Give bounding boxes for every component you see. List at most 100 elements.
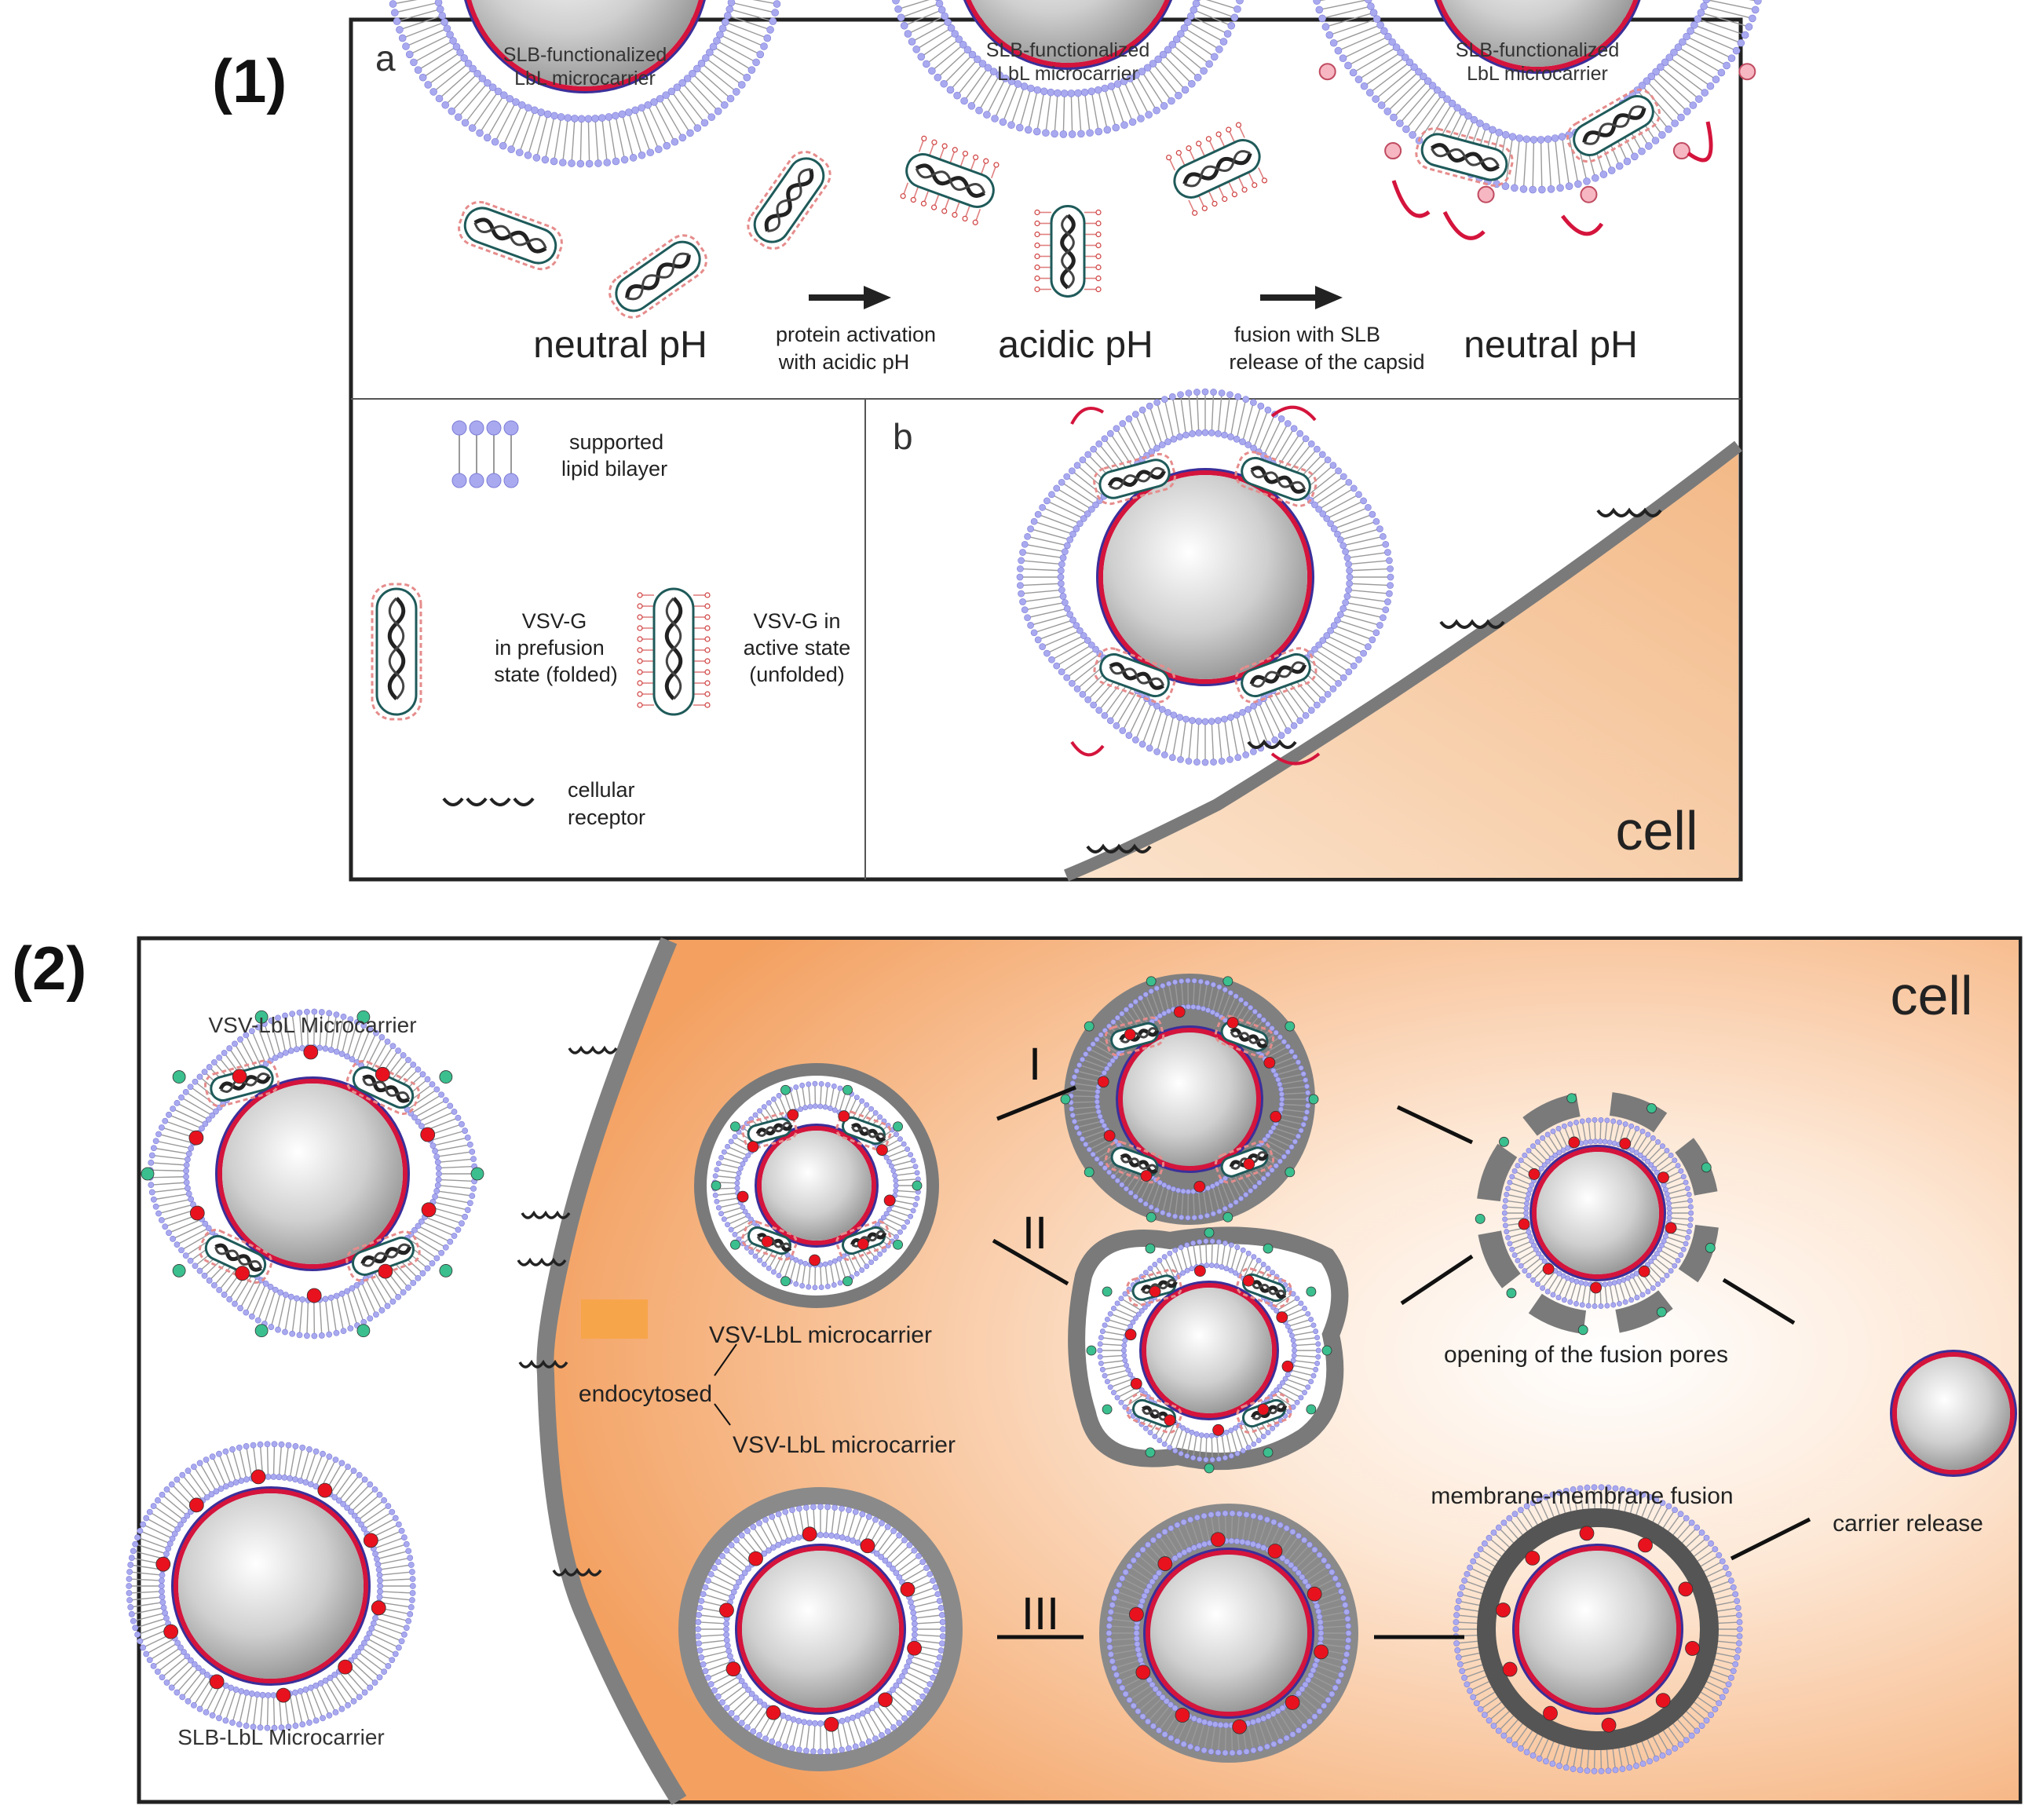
protein-bead <box>1506 1288 1517 1299</box>
protein-bead <box>1097 1076 1109 1088</box>
protein-bead <box>188 1130 204 1146</box>
vsv-lbl-label: VSV-LbL Microcarrier <box>208 1013 416 1037</box>
arrow-fusion <box>1260 286 1343 309</box>
lbl-core <box>178 1493 364 1679</box>
vsv-capsid <box>1234 451 1318 507</box>
protein-bead <box>1204 1463 1215 1474</box>
protein-bead <box>883 1194 896 1207</box>
vsv-capsid <box>637 587 711 716</box>
protein-bead <box>1263 1057 1276 1069</box>
lipid-bilayer <box>1068 978 1311 1221</box>
panel-b-label: b <box>893 416 913 457</box>
panel-b: b cell <box>893 388 1742 882</box>
protein-bead <box>1124 1328 1137 1341</box>
protein-bead <box>363 1533 378 1548</box>
protein-bead <box>1204 1227 1215 1238</box>
protein-bead <box>893 1239 903 1250</box>
protein-bead <box>1577 1325 1588 1336</box>
slb-carrier-fused <box>1453 1484 1743 1774</box>
slb-carrier-neutral <box>389 0 781 168</box>
protein-bead <box>1308 1094 1319 1105</box>
protein-bead <box>1285 1695 1300 1710</box>
lipid-bilayer <box>1501 1116 1694 1310</box>
vsv-capsid <box>198 1228 273 1285</box>
panel-a-label: a <box>375 38 396 79</box>
legend-receptor-2: receptor <box>568 806 645 829</box>
protein-bead <box>725 1661 741 1677</box>
protein-bead <box>1528 1168 1540 1180</box>
protein-bead <box>1084 1021 1095 1032</box>
state-neutral-left: neutral pH <box>533 324 707 366</box>
lbl-core <box>1442 0 1633 67</box>
vsv-capsid <box>1166 122 1268 216</box>
endocytosed-pointers <box>714 1343 737 1426</box>
protein-bead <box>1102 1404 1113 1415</box>
carrier-label-2b: LbL microcarrier <box>997 63 1138 85</box>
protein-bead <box>1499 1136 1509 1147</box>
protein-bead <box>1579 1526 1595 1541</box>
vsv-capsid <box>741 1111 798 1150</box>
carrier-label-3a: SLB-functionalized <box>1456 39 1619 61</box>
legend: supported lipid bilayer VSV-G in prefusi… <box>371 420 850 829</box>
vsv-capsid <box>835 1110 892 1151</box>
cell-1-body <box>1066 454 1738 878</box>
protein-bead <box>1705 1242 1716 1253</box>
legend-receptor-1: cellular <box>568 778 635 802</box>
route-1-label: I <box>1029 1039 1041 1090</box>
protein-bead <box>1086 1345 1097 1356</box>
protein-bead <box>439 1070 453 1084</box>
protein-bead <box>893 1121 903 1132</box>
protein-bead <box>1222 1212 1233 1222</box>
fusion-pores-label: opening of the fusion pores <box>1444 1342 1728 1368</box>
lbl-core <box>742 1551 899 1708</box>
protein-bead <box>155 1556 171 1572</box>
protein-bead <box>1140 1170 1153 1182</box>
protein-bead <box>842 1276 853 1287</box>
legend-prefusion-3: state (folded) <box>494 663 618 686</box>
protein-bead <box>254 1324 269 1338</box>
panel-1-label: (1) <box>212 46 287 115</box>
protein-bead <box>356 1324 371 1338</box>
slb-carrier-merged <box>1099 1504 1358 1763</box>
protein-bead <box>900 1581 915 1597</box>
protein-bead <box>787 1109 799 1121</box>
legend-bilayer-1: supported <box>569 430 663 454</box>
protein-bead <box>1157 1556 1173 1571</box>
protein-bead <box>1685 1641 1700 1656</box>
slb-carrier-fused <box>1313 0 1762 240</box>
vsv-g-particles <box>458 122 1268 319</box>
protein-bead <box>1568 1136 1581 1149</box>
protein-bead <box>209 1674 225 1690</box>
protein-bead <box>1321 1345 1332 1356</box>
legend-vsv-icons <box>371 583 711 721</box>
protein-bead <box>1678 1581 1694 1597</box>
protein-bead <box>878 1692 893 1708</box>
protein-bead <box>802 1526 817 1542</box>
endocytosed-vsv-carrier <box>694 1063 939 1308</box>
protein-bead <box>1276 1311 1288 1324</box>
legend-receptor-icon <box>442 797 535 806</box>
protein-bead <box>235 1266 250 1281</box>
protein-bead <box>375 1066 390 1082</box>
protein-bead <box>172 1264 186 1277</box>
protein-bead <box>1656 1307 1667 1317</box>
route-3-label: III <box>1021 1588 1059 1639</box>
carrier-release-label: carrier release <box>1833 1511 1983 1537</box>
protein-bead <box>719 1603 734 1618</box>
protein-bead <box>912 1180 923 1191</box>
protein-bead <box>1175 1708 1190 1723</box>
arrow-fusion-text-1: fusion with SLB <box>1234 323 1380 346</box>
endocytosed-label: endocytosed <box>579 1381 712 1407</box>
protein-bead <box>378 1263 393 1279</box>
protein-bead <box>1657 1171 1669 1184</box>
vsv-capsid <box>609 234 707 319</box>
lbl-core <box>1519 1551 1676 1708</box>
protein-bead <box>766 1705 781 1720</box>
protein-bead <box>1665 1222 1677 1234</box>
arrow-activation-text-2: with acidic pH <box>778 350 910 374</box>
membrane-fusion-label: membrane-membrane fusion <box>1431 1483 1733 1509</box>
protein-bead <box>1566 1093 1577 1104</box>
protein-bead <box>1124 1029 1136 1040</box>
protein-bead <box>1210 1532 1226 1548</box>
protein-bead <box>1193 1265 1206 1277</box>
